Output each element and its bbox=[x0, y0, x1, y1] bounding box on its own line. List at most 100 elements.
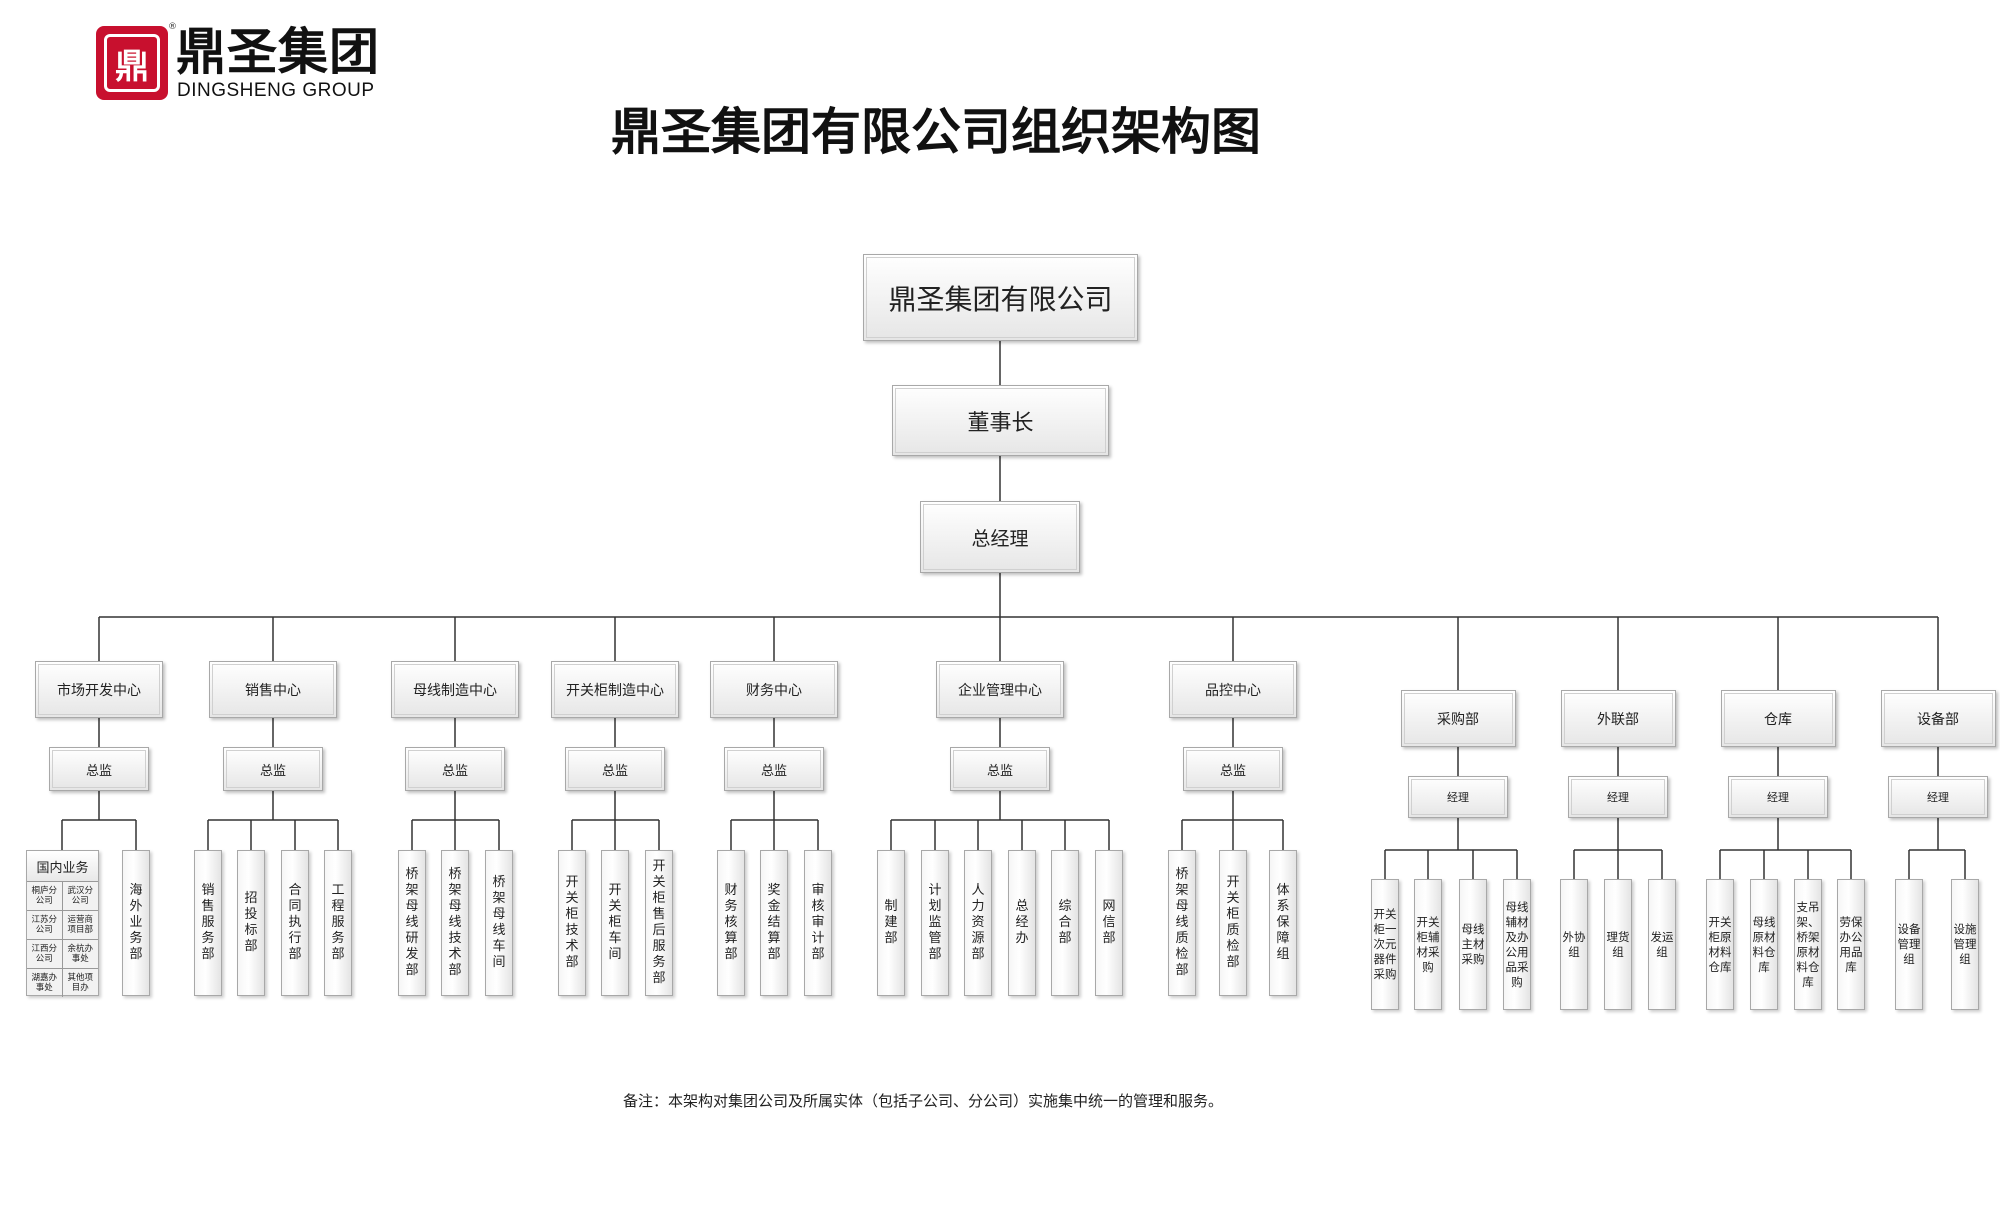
sub-department-node-label: 母线原材料仓库 bbox=[1752, 914, 1776, 974]
sub-department-node: 设备管理组 bbox=[1895, 879, 1923, 1010]
sub-department-node-label: 合同执行部 bbox=[288, 883, 302, 962]
head-node-label: 经理 bbox=[1767, 791, 1789, 804]
sub-department-node: 桥架母线质检部 bbox=[1168, 850, 1196, 996]
department-node: 市场开发中心 bbox=[35, 661, 163, 718]
sub-department-node-label: 招投标部 bbox=[244, 891, 258, 954]
sub-department-node: 总经办 bbox=[1008, 850, 1036, 996]
sub-department-node-label: 网信部 bbox=[1102, 899, 1116, 946]
department-node-label: 企业管理中心 bbox=[958, 682, 1042, 699]
sub-department-node-label: 桥架母线质检部 bbox=[1175, 867, 1189, 978]
sub-department-node: 综合部 bbox=[1051, 850, 1079, 996]
sub-department-node-label: 审核审计部 bbox=[811, 883, 825, 962]
head-node: 总监 bbox=[1183, 747, 1283, 791]
sub-department-node: 桥架母线研发部 bbox=[398, 850, 426, 996]
sub-department-node: 计划监管部 bbox=[921, 850, 949, 996]
sub-department-node-label: 设备管理组 bbox=[1897, 922, 1921, 966]
department-node: 品控中心 bbox=[1169, 661, 1297, 718]
head-node-label: 总监 bbox=[986, 763, 1013, 779]
registered-mark: ® bbox=[168, 22, 177, 32]
sub-department-node: 外协组 bbox=[1560, 879, 1588, 1010]
department-node-label: 财务中心 bbox=[746, 682, 802, 699]
logo-text-en: DINGSHENG GROUP bbox=[177, 80, 375, 101]
sub-department-node: 桥架母线技术部 bbox=[441, 850, 469, 996]
sub-department-node: 设施管理组 bbox=[1951, 879, 1979, 1010]
department-node: 外联部 bbox=[1560, 690, 1676, 747]
sub-department-node: 桥架母线车间 bbox=[485, 850, 513, 996]
sub-department-node-label: 奖金结算部 bbox=[767, 883, 781, 962]
sub-department-node: 开关柜一次元器件采购 bbox=[1371, 879, 1399, 1010]
head-node-label: 经理 bbox=[1927, 791, 1949, 804]
sub-department-node-label: 设施管理组 bbox=[1953, 922, 1977, 966]
sub-department-node-label: 劳保办公用品库 bbox=[1839, 914, 1863, 974]
department-node-label: 开关柜制造中心 bbox=[566, 682, 664, 699]
sub-department-node-label: 外协组 bbox=[1562, 929, 1586, 959]
sub-department-node: 制建部 bbox=[877, 850, 905, 996]
sub-department-node-label: 桥架母线车间 bbox=[492, 875, 506, 970]
department-node-label: 设备部 bbox=[1917, 711, 1959, 728]
sub-department-node: 招投标部 bbox=[237, 850, 265, 996]
chairman-label: 董事长 bbox=[967, 410, 1034, 436]
sub-department-node-label: 开关柜售后服务部 bbox=[652, 859, 666, 986]
sub-department-node: 合同执行部 bbox=[281, 850, 309, 996]
sub-department-node-label: 开关柜辅材采购 bbox=[1416, 914, 1440, 974]
sub-department-node-label: 发运组 bbox=[1650, 929, 1674, 959]
head-node-label: 经理 bbox=[1447, 791, 1469, 804]
sub-department-node-label: 桥架母线技术部 bbox=[448, 867, 462, 978]
sub-department-node: 母线原材料仓库 bbox=[1750, 879, 1778, 1010]
department-node-label: 采购部 bbox=[1437, 711, 1479, 728]
branch-office: 湖嘉办事处 bbox=[27, 969, 63, 997]
branch-office: 江苏分公司 bbox=[27, 911, 63, 940]
sub-department-node: 劳保办公用品库 bbox=[1837, 879, 1865, 1010]
sub-department-node: 母线辅材及办公用品采购 bbox=[1503, 879, 1531, 1010]
department-node: 采购部 bbox=[1400, 690, 1516, 747]
general-manager-node: 总经理 bbox=[920, 501, 1080, 573]
sub-department-node: 开关柜车间 bbox=[601, 850, 629, 996]
sub-department-node: 开关柜技术部 bbox=[558, 850, 586, 996]
branch-office: 武汉分公司 bbox=[62, 882, 98, 911]
sub-department-node-label: 总经办 bbox=[1015, 899, 1029, 946]
department-node-label: 外联部 bbox=[1597, 711, 1639, 728]
sub-department-node: 人力资源部 bbox=[964, 850, 992, 996]
sub-department-node: 奖金结算部 bbox=[760, 850, 788, 996]
head-node: 经理 bbox=[1888, 776, 1988, 818]
domestic-business-node: 国内业务桐庐分公司武汉分公司江苏分公司运营商项目部江西分公司余杭办事处湖嘉办事处… bbox=[26, 850, 99, 997]
head-node: 总监 bbox=[223, 747, 323, 791]
head-node: 总监 bbox=[565, 747, 665, 791]
sub-department-node-label: 综合部 bbox=[1058, 899, 1072, 946]
head-node-label: 总监 bbox=[760, 763, 787, 779]
sub-department-node: 海外业务部 bbox=[122, 850, 150, 996]
sub-department-node-label: 销售服务部 bbox=[201, 883, 215, 962]
sub-department-node: 理货组 bbox=[1604, 879, 1632, 1010]
department-node-label: 市场开发中心 bbox=[57, 682, 141, 699]
sub-department-node: 发运组 bbox=[1648, 879, 1676, 1010]
head-node: 经理 bbox=[1728, 776, 1828, 818]
sub-department-node: 体系保障组 bbox=[1269, 850, 1297, 996]
footnote: 备注：本架构对集团公司及所属实体（包括子公司、分公司）实施集中统一的管理和服务。 bbox=[622, 1092, 1223, 1110]
branch-office: 运营商项目部 bbox=[62, 911, 98, 940]
head-node-label: 总监 bbox=[601, 763, 628, 779]
department-node: 设备部 bbox=[1880, 690, 1996, 747]
department-node: 母线制造中心 bbox=[391, 661, 519, 718]
sub-department-node-label: 开关柜质检部 bbox=[1226, 875, 1240, 970]
head-node: 总监 bbox=[49, 747, 149, 791]
head-node-label: 总监 bbox=[85, 763, 112, 779]
general-manager-label: 总经理 bbox=[971, 527, 1029, 550]
head-node: 总监 bbox=[724, 747, 824, 791]
sub-department-node-label: 开关柜车间 bbox=[608, 883, 622, 962]
sub-department-node: 工程服务部 bbox=[324, 850, 352, 996]
head-node-label: 总监 bbox=[1219, 763, 1246, 779]
branch-office: 江西分公司 bbox=[27, 940, 63, 969]
sub-department-node: 财务核算部 bbox=[717, 850, 745, 996]
sub-department-node: 审核审计部 bbox=[804, 850, 832, 996]
department-node: 企业管理中心 bbox=[936, 661, 1064, 718]
head-node: 经理 bbox=[1568, 776, 1668, 818]
sub-department-node-label: 计划监管部 bbox=[928, 883, 942, 962]
domestic-business-label: 国内业务 bbox=[27, 851, 98, 882]
sub-department-node: 母线主材采购 bbox=[1459, 879, 1487, 1010]
sub-department-node: 开关柜原材料仓库 bbox=[1706, 879, 1734, 1010]
chart-title: 鼎圣集团有限公司组织架构图 bbox=[611, 103, 1261, 161]
head-node: 经理 bbox=[1408, 776, 1508, 818]
sub-department-node-label: 财务核算部 bbox=[724, 883, 738, 962]
sub-department-node-label: 母线辅材及办公用品采购 bbox=[1505, 899, 1529, 989]
